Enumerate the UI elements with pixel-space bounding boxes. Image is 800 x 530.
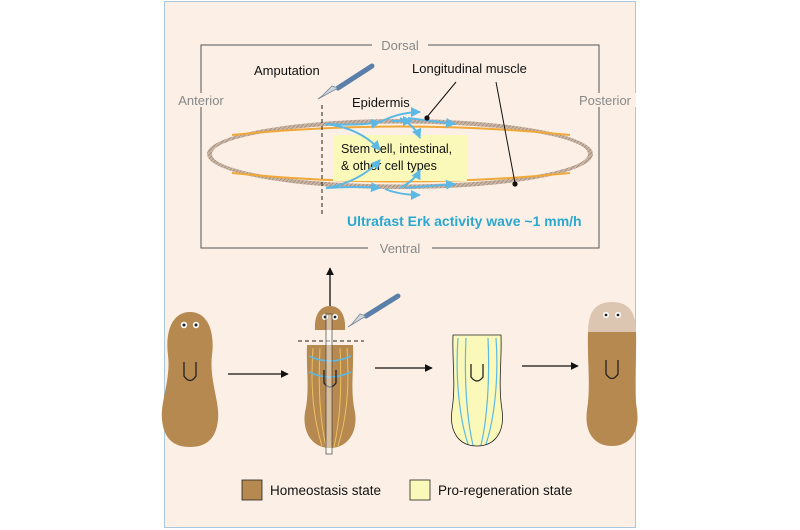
posterior-label: Posterior [579, 93, 632, 108]
muscle-bottom [231, 172, 571, 183]
regeneration-wave-lines [456, 337, 498, 446]
scalpel-icon-2 [347, 293, 401, 328]
legend: Homeostasis state Pro-regeneration state [241, 479, 572, 501]
section-slice [325, 313, 333, 455]
erk-wave-label: Ultrafast Erk activity wave ~1 mm/h [347, 213, 582, 229]
cross-section: Dorsal Ventral Anterior Posterior Stem c… [170, 38, 636, 256]
pharynx-icon-2 [323, 370, 337, 388]
worm-regenerating [451, 334, 503, 447]
new-head [588, 302, 636, 332]
erk-wave-arrows [325, 107, 456, 200]
cell-types-line2: & other cell types [341, 159, 437, 173]
pharynx-icon-3 [470, 364, 484, 382]
dorsal-bg [372, 38, 428, 52]
figure-panel [164, 1, 636, 528]
scalpel-icon [317, 63, 375, 100]
ventral-label: Ventral [380, 241, 421, 256]
muscle-pointer [495, 81, 516, 184]
old-trunk [586, 332, 638, 446]
head-fragment [314, 306, 346, 330]
pharynx-icon [183, 362, 197, 382]
ventral-bg [368, 241, 432, 255]
cell-types-line1: Stem cell, intestinal, [341, 142, 452, 156]
muscle-pointer-dot [512, 181, 518, 187]
worm-amputated [298, 267, 401, 455]
epidermis-pointer-dot [424, 115, 430, 121]
trunk-body [304, 345, 356, 448]
posterior-bg [568, 93, 636, 107]
worm-intact [161, 312, 219, 447]
legend-label-regeneration: Pro-regeneration state [438, 483, 572, 498]
trunk-wave-2 [308, 371, 352, 378]
muscle-top [231, 125, 571, 136]
dorsal-label: Dorsal [381, 38, 419, 53]
epidermis-label: Epidermis [352, 95, 410, 110]
anterior-label: Anterior [178, 93, 224, 108]
legend-swatch-regeneration [409, 479, 431, 501]
trunk-wave-1 [308, 355, 352, 362]
legend-label-homeostasis: Homeostasis state [270, 483, 381, 498]
pharynx-icon-4 [605, 360, 619, 380]
epidermis-pointer [426, 81, 457, 118]
cell-types-box [333, 135, 467, 181]
amputation-label: Amputation [254, 63, 320, 78]
legend-swatch-homeostasis [241, 479, 263, 501]
worm-regenerated [586, 302, 638, 446]
muscle-label: Longitudinal muscle [412, 61, 527, 76]
anterior-bg [170, 93, 232, 107]
